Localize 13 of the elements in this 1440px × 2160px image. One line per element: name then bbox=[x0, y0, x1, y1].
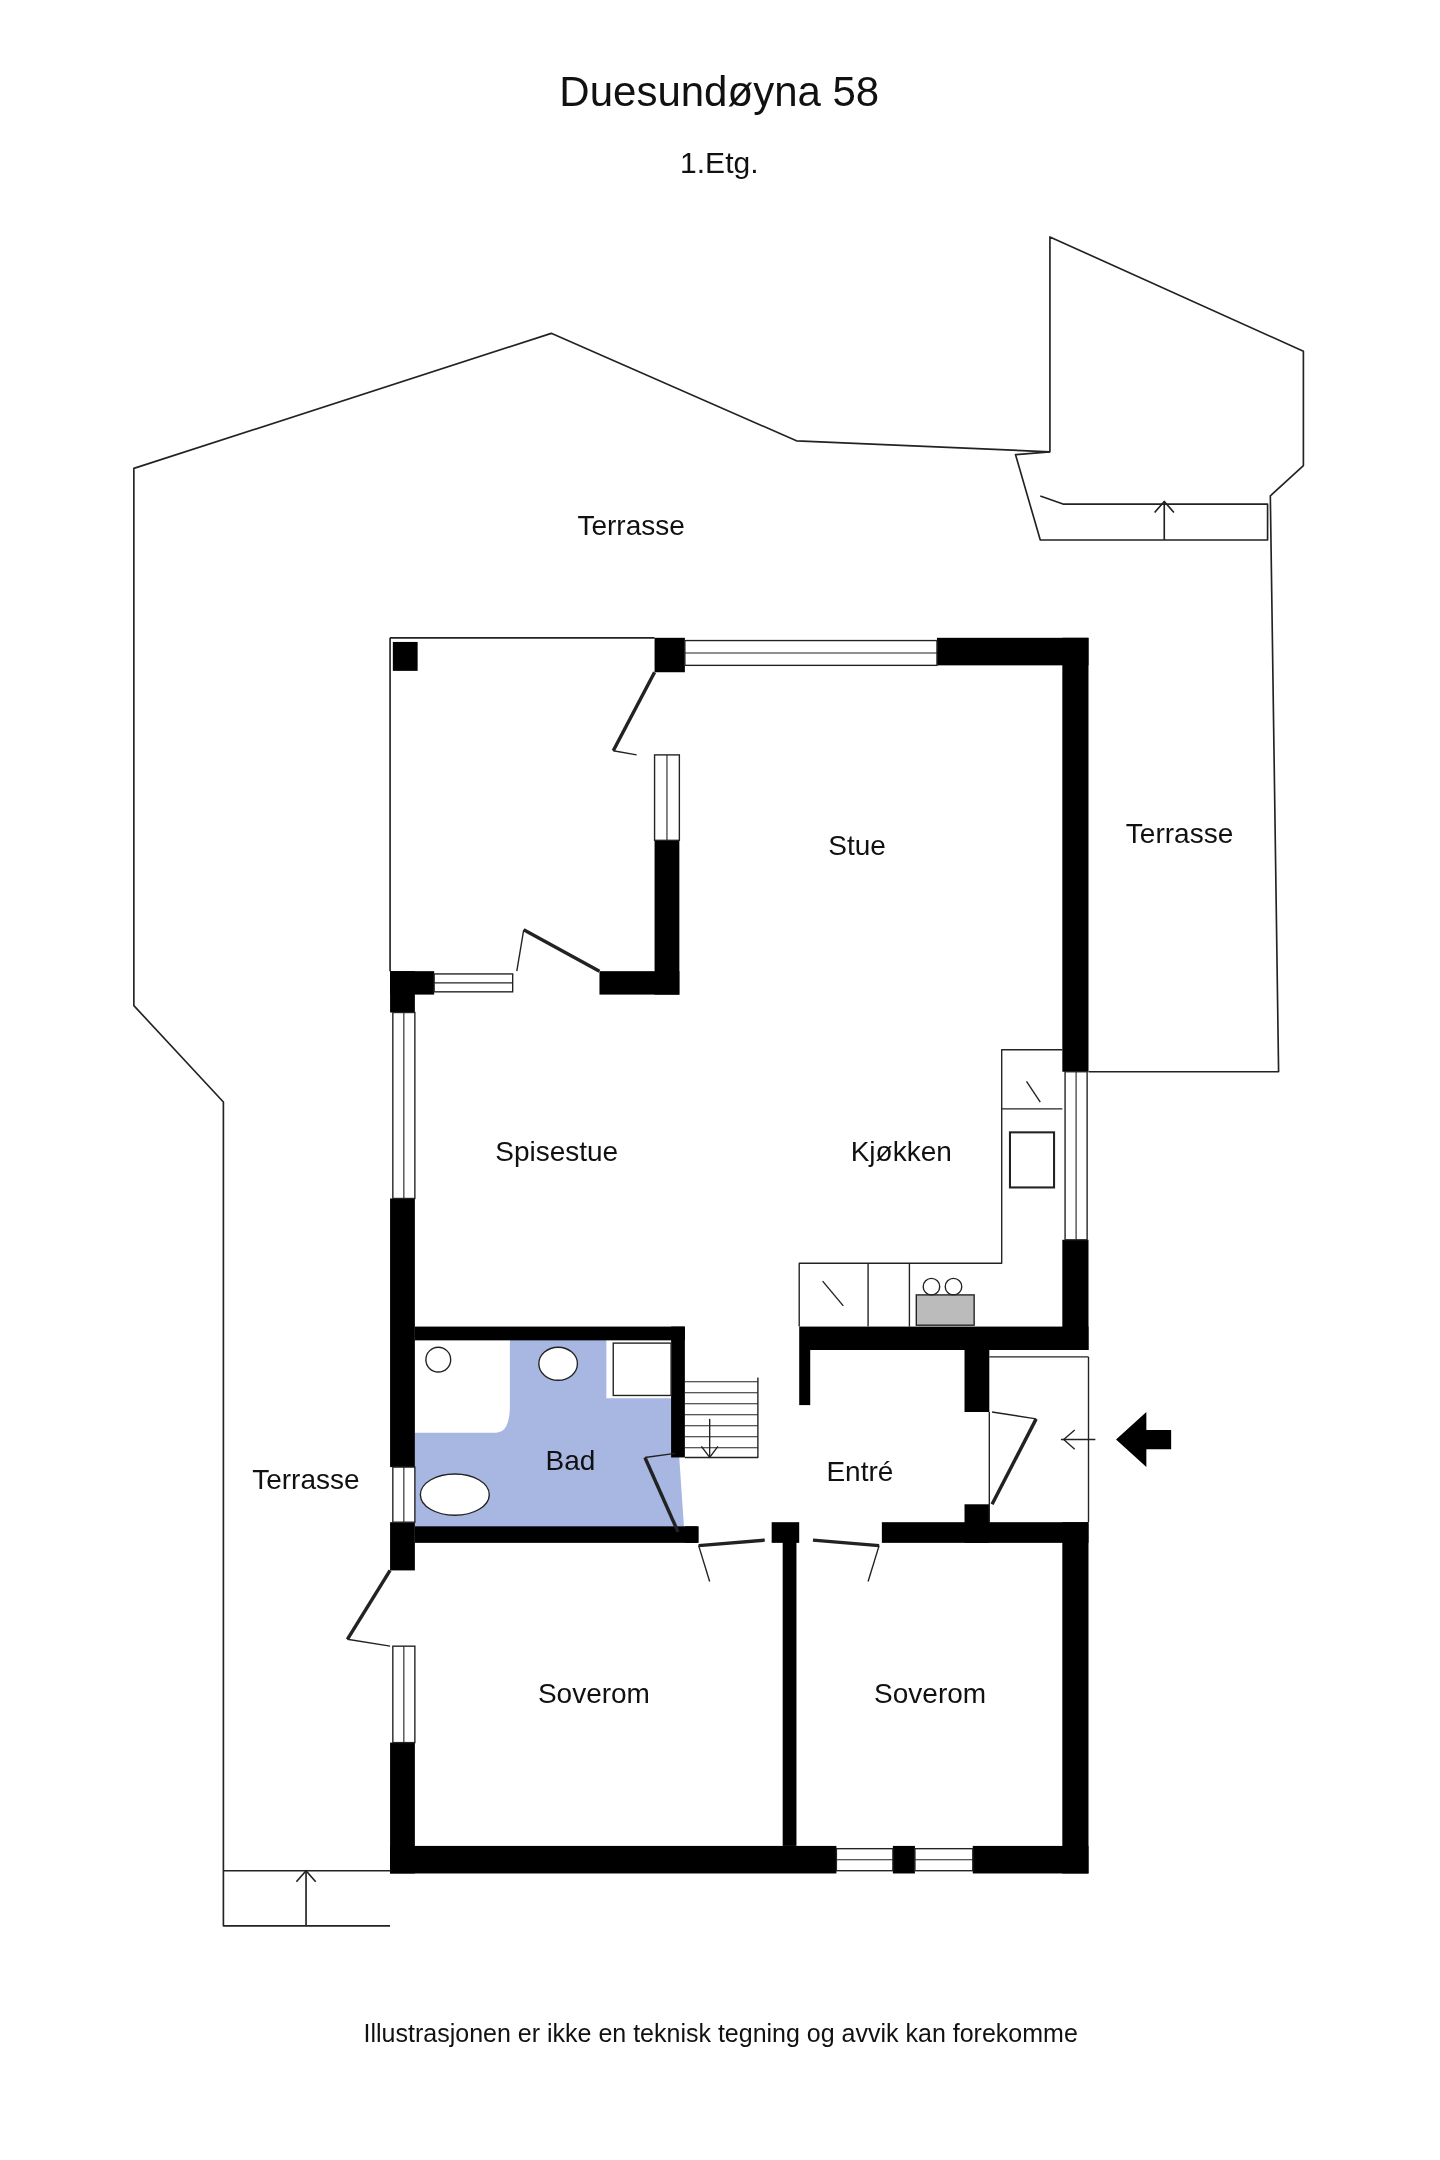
room-label: Kjøkken bbox=[850, 1136, 952, 1168]
room-label: Spisestue bbox=[495, 1136, 619, 1168]
room-label: Soverom bbox=[537, 1677, 650, 1710]
room-label: Entré bbox=[826, 1455, 894, 1488]
room-label: Terrasse bbox=[577, 510, 685, 543]
disclaimer-note: Illustrasjonen er ikke en teknisk tegning og avvik kan forekomme bbox=[363, 2018, 1078, 2048]
plan-title: Duesundøyna 58 bbox=[559, 68, 880, 117]
room-label: Stue bbox=[828, 830, 886, 863]
floor-label: 1.Etg. bbox=[680, 145, 759, 180]
room-label: Soverom bbox=[874, 1677, 987, 1710]
room-label: Terrasse bbox=[252, 1463, 360, 1496]
room-label: Bad bbox=[545, 1444, 596, 1477]
room-label: Terrasse bbox=[1125, 817, 1234, 850]
